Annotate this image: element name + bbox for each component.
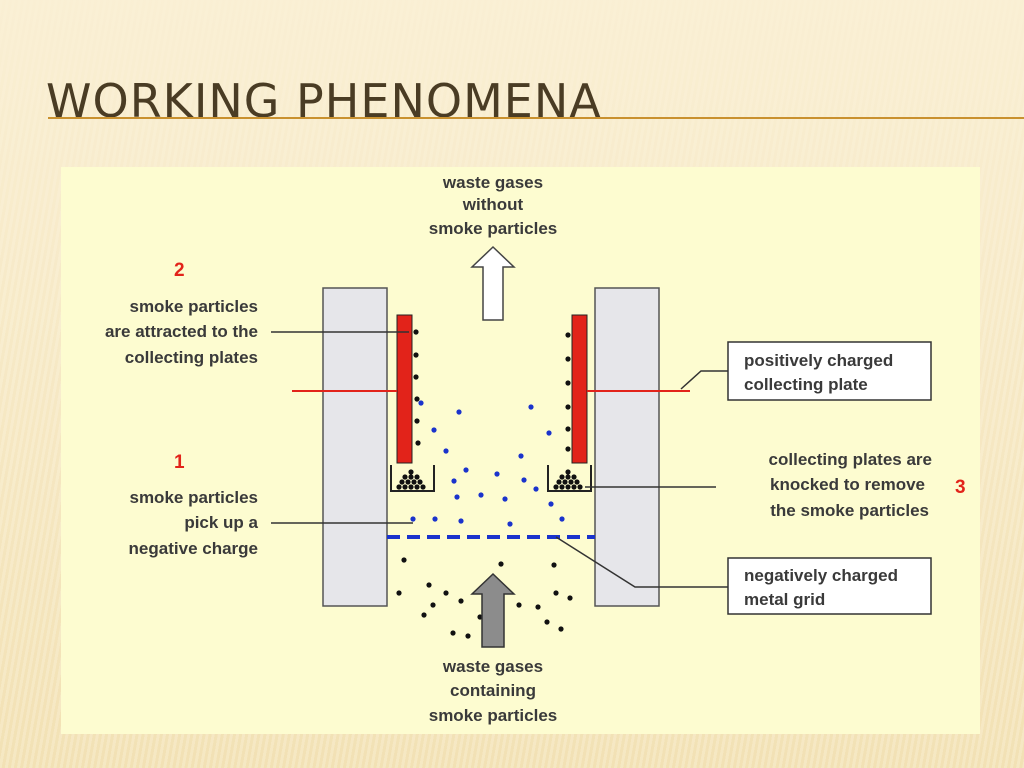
- left-hopper: [390, 465, 435, 492]
- top-label-line-1: waste gases: [442, 173, 543, 192]
- attached-particles: [413, 329, 571, 452]
- step-1-line-1: smoke particles: [129, 488, 258, 507]
- step-2-line-2: are attracted to the: [105, 322, 258, 341]
- negative-grid-line-2: metal grid: [744, 590, 825, 609]
- right-chamber-wall: [594, 287, 660, 607]
- charged-particles: [410, 400, 565, 527]
- right-hopper: [547, 465, 592, 492]
- step-2-number: 2: [174, 260, 185, 281]
- left-chamber-wall: [322, 287, 388, 607]
- top-label-line-3: smoke particles: [429, 219, 558, 238]
- step-1-line-3: negative charge: [129, 539, 258, 558]
- collected-particles-left: [396, 469, 426, 490]
- positive-plate-line-2: collecting plate: [744, 375, 868, 394]
- top-label-line-2: without: [462, 195, 524, 214]
- negative-grid-box: [727, 557, 932, 615]
- step-1-line-2: pick up a: [184, 513, 258, 532]
- clean-gas-up-arrow: [470, 245, 516, 321]
- step-3-number: 3: [955, 477, 966, 498]
- step-3-line-3: the smoke particles: [770, 501, 929, 520]
- positive-plate-box: [727, 341, 932, 401]
- electrostatic-precipitator-diagram: waste gases without smoke particles 2 sm…: [61, 167, 980, 734]
- leader-lines: [271, 331, 729, 588]
- bottom-label-line-3: smoke particles: [429, 706, 558, 725]
- bottom-label-line-2: containing: [450, 681, 536, 700]
- step-2-line-1: smoke particles: [129, 297, 258, 316]
- left-collecting-plate: [396, 314, 413, 464]
- step-3-line-1: collecting plates are: [769, 450, 932, 469]
- diagram-panel: [61, 167, 980, 734]
- title-underline: [48, 117, 1024, 119]
- right-collecting-plate: [571, 314, 588, 464]
- bottom-label-line-1: waste gases: [442, 657, 543, 676]
- slide-title: WORKING PHENOMENA: [46, 74, 602, 128]
- step-3-line-2: knocked to remove: [770, 475, 925, 494]
- step-2-line-3: collecting plates: [125, 348, 258, 367]
- collected-particles-right: [553, 469, 583, 490]
- positive-plate-line-1: positively charged: [744, 351, 893, 370]
- step-1-number: 1: [174, 452, 185, 473]
- negative-grid-line-1: negatively charged: [744, 566, 898, 585]
- dirty-gas-in-arrow: [470, 572, 516, 648]
